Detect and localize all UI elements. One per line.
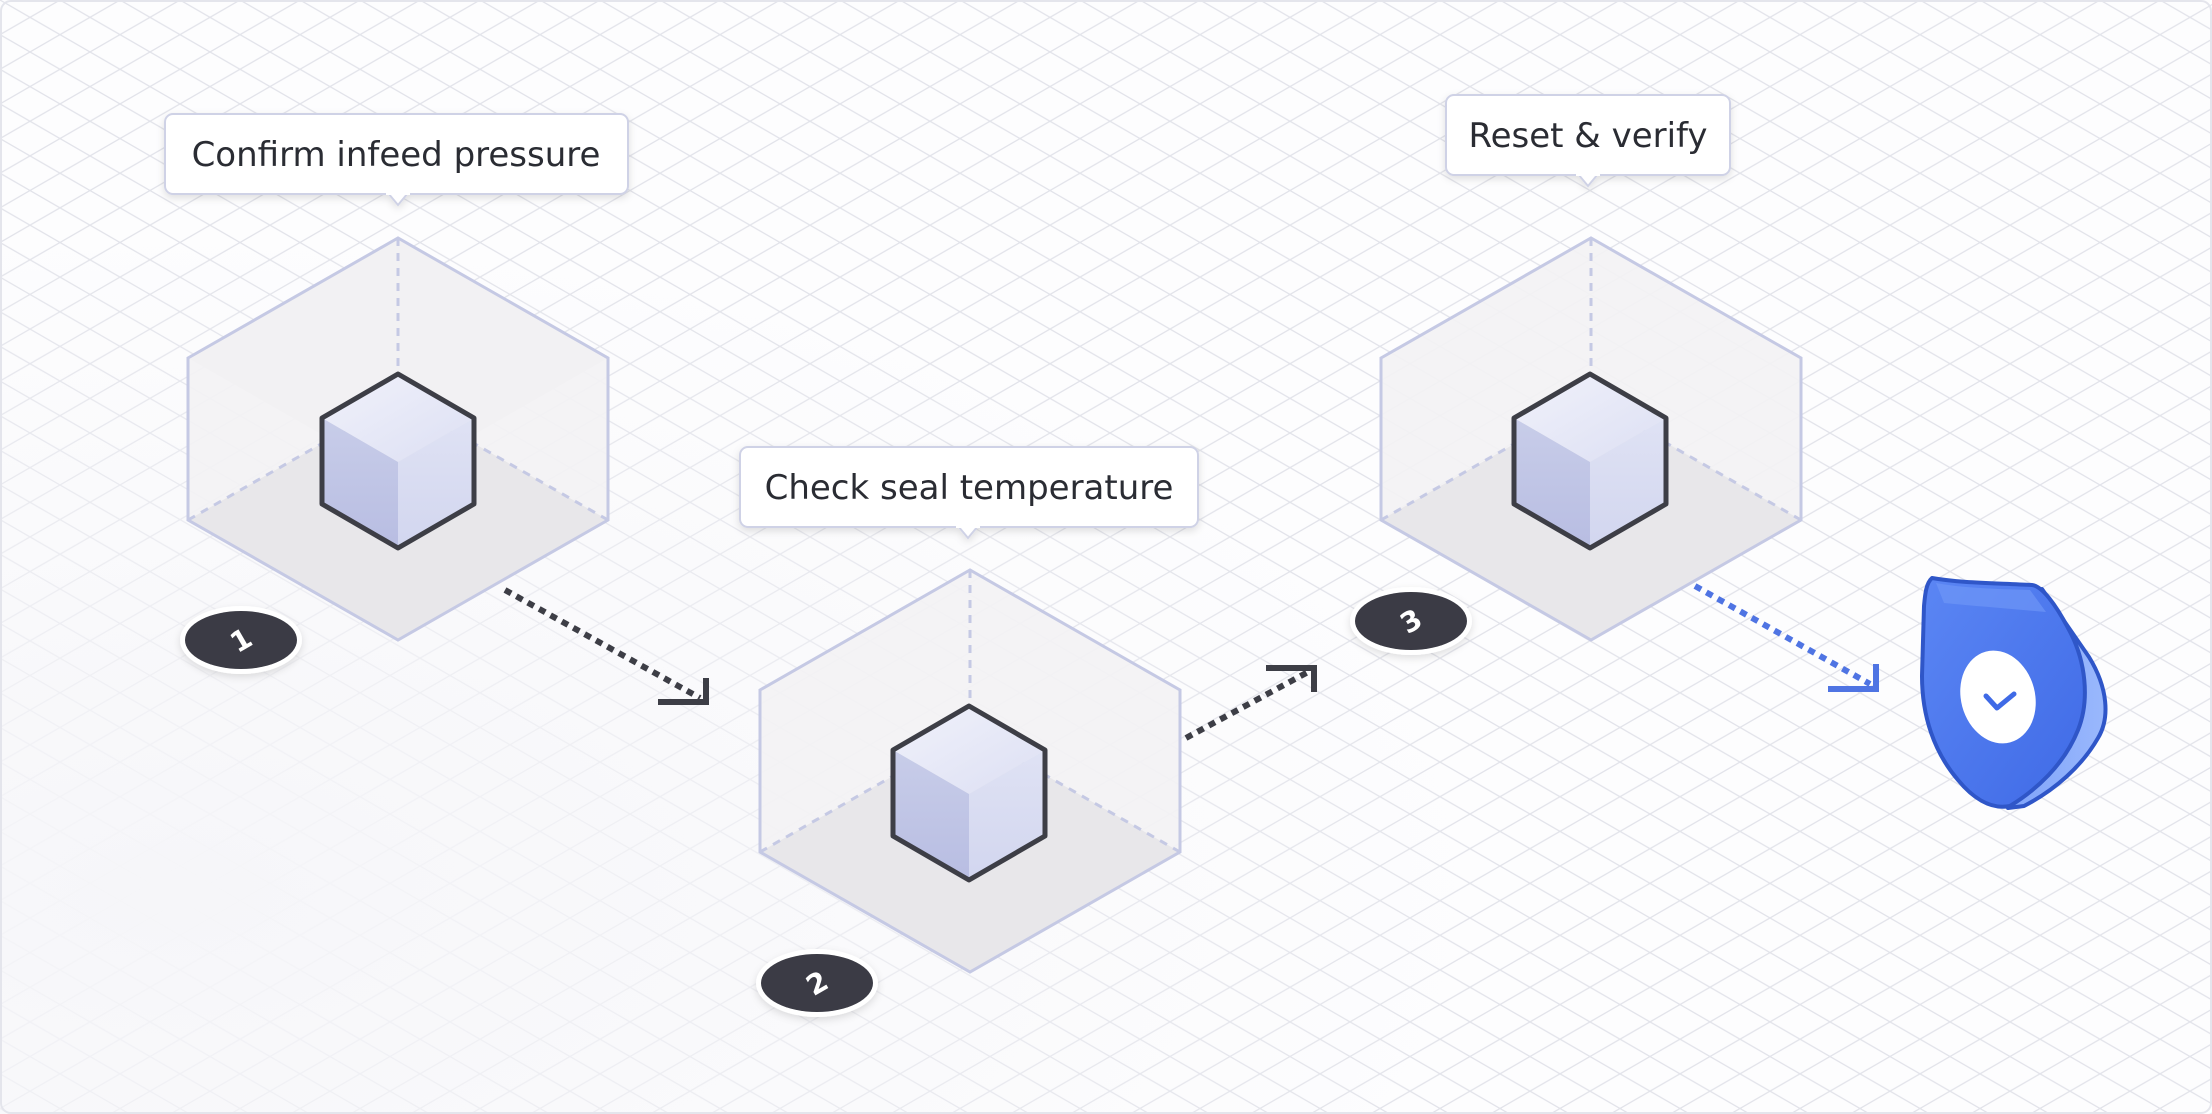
step-1-label [164,113,629,207]
step-3-label-text: Reset & verify [1468,116,1707,156]
step-2: Check seal temperature 2 [739,446,1199,1017]
step-3-cube [1511,371,1669,551]
arrow-2-to-3 [1184,665,1317,741]
step-1: Confirm infeed pressure 1 [164,113,629,674]
step-3-label [1445,94,1731,188]
step-2-cube [890,703,1048,883]
step-2-badge [756,949,878,1017]
step-3: Reset & verify 3 [1350,94,1803,655]
shield-check-icon [1920,576,2108,810]
step-2-label-text: Check seal temperature [765,468,1174,508]
step-1-badge [180,606,302,674]
arrow-3-to-end [1693,583,1879,692]
step-2-label [739,446,1199,540]
arrow-1-to-2 [503,587,709,705]
step-1-cube [319,371,477,551]
step-3-badge [1350,587,1472,655]
step-1-label-text: Confirm infeed pressure [192,135,601,175]
